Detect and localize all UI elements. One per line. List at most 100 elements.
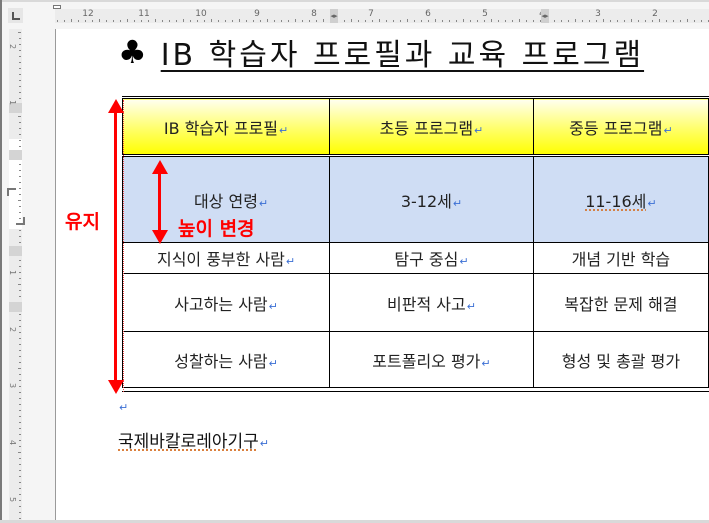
table-cell[interactable]: 11-16세↵ xyxy=(532,155,709,243)
ruler-tick xyxy=(19,344,21,345)
ib-profile-table[interactable]: IB 학습자 프로필↵ 초등 프로그램↵ 중등 프로그램↵ 대상 연령↵ 3-1… xyxy=(121,98,709,388)
row-marker-icon[interactable] xyxy=(9,150,22,160)
header-cell[interactable]: IB 학습자 프로필↵ xyxy=(121,98,331,157)
ruler-tick xyxy=(19,272,21,273)
ruler-label: 11 xyxy=(138,9,150,19)
ruler-tick xyxy=(57,20,58,22)
ruler-tick xyxy=(19,296,21,297)
ruler-tick xyxy=(19,350,21,351)
ruler-tick xyxy=(19,506,21,507)
ruler-tick xyxy=(673,20,674,22)
ruler-tick xyxy=(414,20,415,22)
ruler-tick xyxy=(442,20,443,22)
ruler-tick xyxy=(225,20,226,22)
ruler-tick xyxy=(19,476,21,477)
ruler-label: 9 xyxy=(254,9,260,19)
keep-annotation-label: 유지 xyxy=(65,211,100,233)
ruler-tick xyxy=(169,20,170,22)
ruler-tick xyxy=(190,20,191,22)
row-marker-icon[interactable] xyxy=(9,246,22,256)
ruler-tick xyxy=(211,19,212,22)
ruler-tick xyxy=(344,20,345,22)
paragraph-mark-icon: ↵ xyxy=(285,255,296,268)
ruler-tick xyxy=(540,20,541,22)
paragraph-mark-icon: ↵ xyxy=(268,356,278,370)
ruler-tick xyxy=(659,19,660,22)
ruler-label: 6 xyxy=(425,9,431,19)
ruler-tick xyxy=(617,20,618,22)
ruler-tick xyxy=(19,134,21,135)
ruler-tick xyxy=(19,374,21,375)
column-marker-icon[interactable]: ◂▸ xyxy=(541,9,549,23)
ruler-tick xyxy=(19,206,21,207)
ruler-tick xyxy=(148,20,149,22)
ruler-tick xyxy=(19,176,21,177)
ruler-tick xyxy=(421,20,422,22)
ruler-tick xyxy=(302,20,303,22)
ruler-tick xyxy=(19,68,21,69)
club-symbol-icon: ♣ xyxy=(118,33,147,71)
ruler-tick xyxy=(652,20,653,22)
ruler-label: 3 xyxy=(595,9,601,19)
header-cell[interactable]: 중등 프로그램↵ xyxy=(532,98,709,157)
ruler-tick xyxy=(18,200,21,201)
ruler-tick xyxy=(393,20,394,22)
ruler-tick xyxy=(176,20,177,22)
ruler-tick xyxy=(99,19,100,22)
ruler-tick xyxy=(19,236,21,237)
tab-stop-selector-icon[interactable] xyxy=(8,8,23,23)
ruler-tick xyxy=(106,20,107,22)
document-title: ♣ IB 학습자 프로필과 교육 프로그램 xyxy=(118,30,644,74)
ruler-tick xyxy=(19,434,21,435)
ruler-tick xyxy=(19,518,21,519)
ruler-tick xyxy=(687,19,688,22)
table-cell[interactable]: 대상 연령↵ xyxy=(121,155,331,243)
keep-arrow-shaft xyxy=(114,110,117,382)
ruler-tick xyxy=(19,218,21,219)
ruler-tick xyxy=(19,458,21,459)
table-cell[interactable]: 복잡한 문제 해결 xyxy=(532,273,709,332)
row-marker-icon[interactable] xyxy=(9,302,22,312)
first-line-indent-marker[interactable] xyxy=(53,5,61,9)
ruler-tick xyxy=(19,386,21,387)
ruler-tick xyxy=(141,20,142,22)
ruler-tick xyxy=(19,482,21,483)
horizontal-ruler[interactable]: 12111098765432◂▸◂▸ xyxy=(55,9,709,23)
ruler-tick xyxy=(694,20,695,22)
footer-paragraph[interactable]: 국제바칼로레아기구↵ xyxy=(118,432,269,452)
table-cell[interactable]: 형성 및 총괄 평가 xyxy=(532,331,709,388)
paragraph-mark-icon: ↵ xyxy=(481,356,491,370)
paragraph-mark-icon: ↵ xyxy=(268,299,278,313)
ruler-tick xyxy=(505,20,506,22)
ruler-tick xyxy=(19,356,21,357)
ruler-tick xyxy=(19,428,21,429)
ruler-tick xyxy=(274,20,275,22)
ruler-tick xyxy=(19,500,21,501)
ruler-label: 5 xyxy=(482,9,488,19)
table-cell[interactable]: 포트폴리오 평가↵ xyxy=(329,331,534,388)
table-cell[interactable]: 지식이 풍부한 사람↵ xyxy=(121,242,331,274)
table-cell[interactable]: 성찰하는 사람↵ xyxy=(121,331,331,388)
ruler-tick xyxy=(19,146,21,147)
ruler-tick xyxy=(400,20,401,22)
title-text[interactable]: IB 학습자 프로필과 교육 프로그램 xyxy=(160,38,645,73)
table-cell[interactable]: 비판적 사고↵ xyxy=(329,273,534,332)
ruler-tick xyxy=(64,20,65,22)
column-marker-icon[interactable]: ◂▸ xyxy=(330,9,338,23)
row-marker-icon[interactable] xyxy=(9,103,22,113)
header-cell[interactable]: 초등 프로그램↵ xyxy=(329,98,534,157)
ruler-tick xyxy=(19,194,21,195)
vertical-ruler-active-area xyxy=(9,139,22,229)
paragraph-mark-icon: ↵ xyxy=(466,299,476,313)
window-top-border xyxy=(0,0,709,2)
paragraph-mark-icon: ↵ xyxy=(663,123,673,137)
ruler-tick xyxy=(428,20,429,22)
ruler-tick xyxy=(19,440,21,441)
table-cell[interactable]: 탐구 중심↵ xyxy=(329,242,534,274)
table-cell[interactable]: 사고하는 사람↵ xyxy=(121,273,331,332)
ruler-tick xyxy=(19,380,21,381)
ruler-tick xyxy=(19,494,21,495)
table-cell[interactable]: 3-12세↵ xyxy=(329,155,534,243)
table-cell[interactable]: 개념 기반 학습 xyxy=(532,242,709,274)
